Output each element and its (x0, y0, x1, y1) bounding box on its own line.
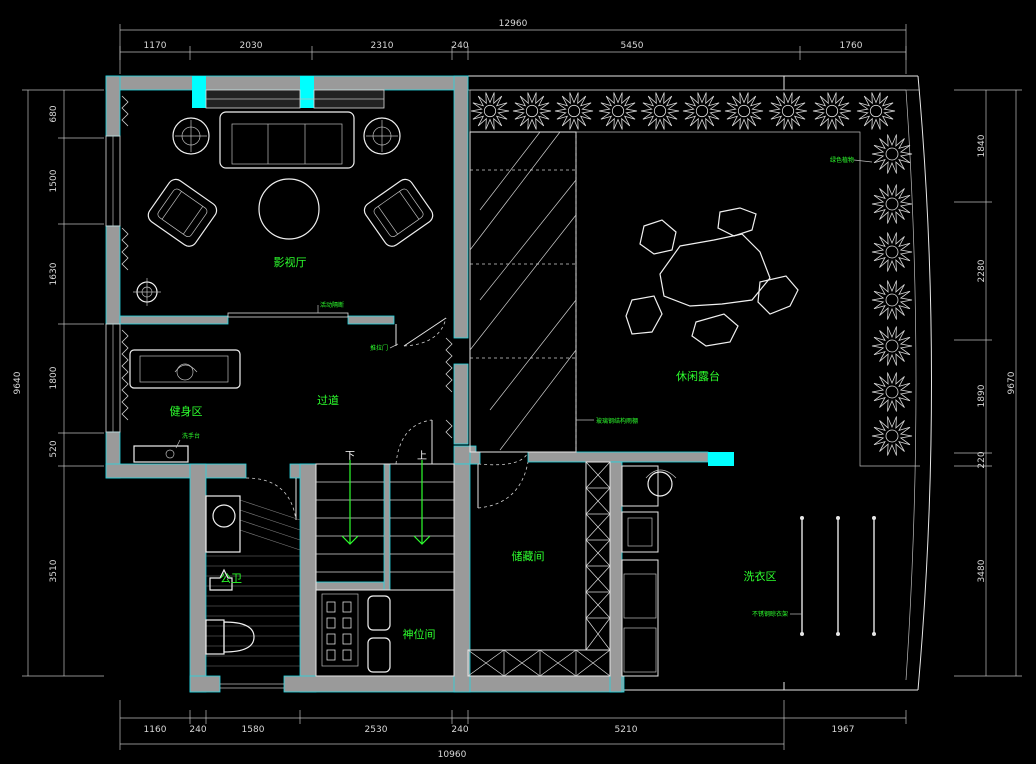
room-label-laundry: 洗衣区 (744, 569, 777, 583)
dim-left-2: 1500 (49, 169, 59, 192)
dim-bottom-5: 240 (451, 725, 468, 735)
planter-shrubs (470, 92, 913, 456)
dim-right-total: 9670 (1007, 371, 1017, 394)
shrub-symbol (724, 92, 764, 130)
bathroom-fixtures (205, 495, 301, 689)
dim-left-5: 520 (49, 440, 59, 457)
dim-bottom-7: 1967 (832, 725, 855, 735)
room-label-terrace: 休闲露台 (676, 369, 720, 383)
planter-label: 绿色植物 (830, 156, 854, 164)
room-label-shrine: 神位间 (403, 627, 436, 641)
dim-right-5: 3480 (977, 559, 987, 582)
sink-label: 洗手台 (182, 432, 200, 440)
dim-bottom-4: 2530 (365, 725, 388, 735)
dim-left-1: 680 (49, 105, 59, 122)
partition-label: 活动隔断 (320, 301, 344, 309)
left-windows (105, 135, 121, 433)
dim-bottom-6: 5210 (615, 725, 638, 735)
terrace-stone-table (625, 207, 799, 347)
room-labels: 影视厅 过道 健身区 休闲露台 储藏间 洗衣区 公卫 神位间 (170, 255, 777, 641)
terrace-outline (468, 75, 932, 691)
dim-right-4: 220 (977, 451, 987, 468)
dim-top-2: 2030 (240, 41, 263, 51)
dim-left-3: 1630 (49, 262, 59, 285)
top-dimension-chain: 12960 1170 2030 2310 240 5450 1760 (119, 19, 907, 74)
dim-right-1: 1840 (977, 134, 987, 157)
room-label-storage: 储藏间 (512, 549, 545, 563)
shrub-symbol (871, 372, 913, 412)
dim-top-1: 1170 (144, 41, 167, 51)
dim-bottom-3: 1580 (242, 725, 265, 735)
shrub-symbol (640, 92, 680, 130)
shrub-symbol (554, 92, 594, 130)
dim-top-3: 2310 (371, 41, 394, 51)
shrub-symbol (856, 92, 896, 130)
shrub-symbol (871, 326, 913, 366)
media-room-window (205, 89, 385, 109)
corridor-doors (245, 419, 529, 521)
stair-up-label: 上 (417, 450, 427, 462)
dim-right-3: 1890 (977, 384, 987, 407)
storage-shelving (467, 461, 611, 677)
corridor-plants (445, 337, 453, 439)
dim-left-total: 9640 (13, 371, 23, 394)
laundry-fixtures: 不锈钢晾衣架 (621, 465, 876, 677)
laundry-rack-label: 不锈钢晾衣架 (752, 610, 788, 618)
shrub-symbol (871, 184, 913, 224)
treadmill (129, 349, 241, 389)
dim-bottom-total: 10960 (438, 750, 467, 760)
dim-top-4: 240 (451, 41, 468, 51)
planter-annotation: 绿色植物 (830, 156, 873, 164)
dim-top-5: 5450 (621, 41, 644, 51)
sliding-door-label: 推拉门 (370, 344, 388, 352)
room-label-gym: 健身区 (170, 404, 203, 418)
shrub-symbol (871, 134, 913, 174)
dim-bottom-2: 240 (189, 725, 206, 735)
room-label-corridor: 过道 (317, 393, 339, 407)
dim-top-total: 12960 (499, 19, 528, 29)
dim-right-2: 2280 (977, 259, 987, 282)
shrub-symbol (768, 92, 808, 130)
bottom-dimension-chain: 1160 240 1580 2530 240 5210 1967 10960 (119, 700, 907, 760)
shrub-symbol (871, 280, 913, 320)
shrine-room-fixtures (315, 589, 455, 677)
partition-annotation: 活动隔断 (227, 301, 349, 318)
dim-left-6: 3510 (49, 559, 59, 582)
sliding-door: 推拉门 (370, 317, 447, 352)
left-dimension-chain: 680 1500 1630 1800 520 3510 9640 (13, 89, 104, 677)
dim-top-6: 1760 (840, 41, 863, 51)
dim-left-4: 1800 (49, 366, 59, 389)
shrub-symbol (812, 92, 852, 130)
shrub-symbol (470, 92, 510, 130)
shrub-symbol (682, 92, 722, 130)
room-label-media: 影视厅 (274, 255, 307, 269)
stair-down-label: 下 (345, 451, 355, 462)
shrub-symbol (512, 92, 552, 130)
shrub-symbol (598, 92, 638, 130)
shrub-symbol (871, 232, 913, 272)
dim-bottom-1: 1160 (144, 725, 167, 735)
shrub-symbol (871, 416, 913, 456)
cyan-markers (192, 76, 734, 466)
media-room-furniture (121, 95, 434, 421)
right-dimension-chain: 1840 2280 1890 220 3480 9670 (954, 89, 1022, 677)
glass-canopy: 玻璃钢结构雨棚 (469, 131, 638, 453)
room-label-bathroom: 公卫 (220, 572, 242, 585)
glass-roof-label: 玻璃钢结构雨棚 (596, 417, 638, 425)
gym-sink: 洗手台 (133, 432, 200, 463)
